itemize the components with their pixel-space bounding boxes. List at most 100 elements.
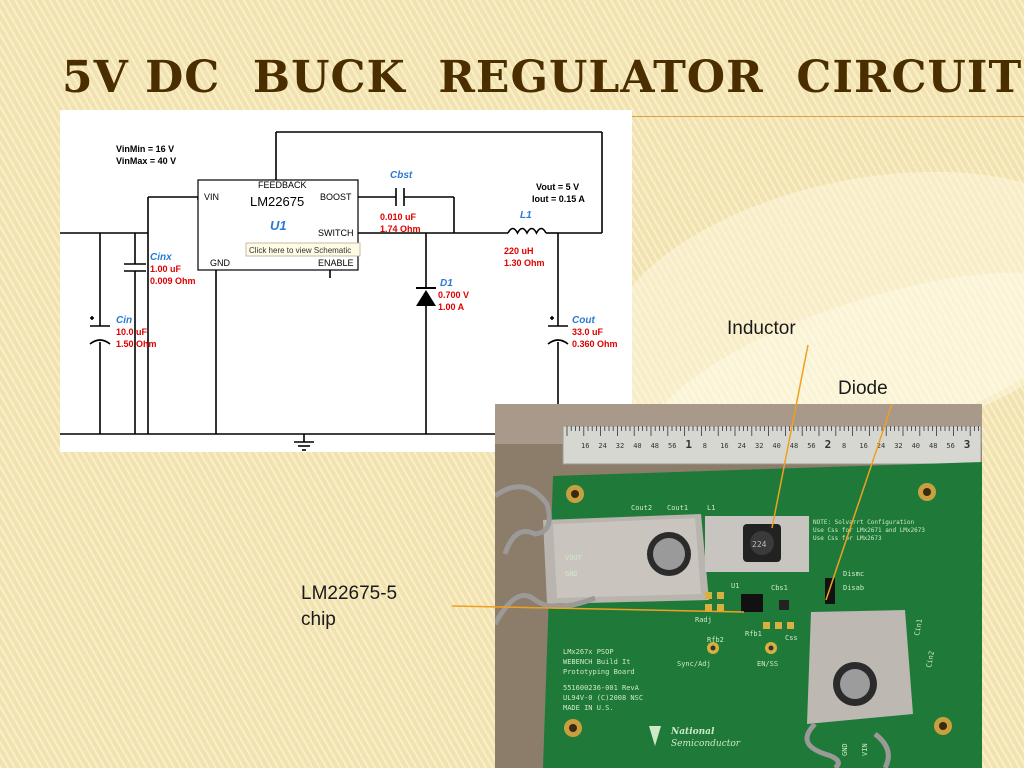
pcb-note-3: Use Css for LMx2673	[813, 535, 882, 542]
pcb-label-cout2: Cout2	[631, 504, 652, 512]
ruler-number: 40	[912, 442, 920, 450]
pcb-board-text-4: 551600236-001 RevA	[563, 684, 640, 692]
capacitor-cout	[547, 316, 569, 345]
pcb-label-enss: EN/SS	[757, 660, 778, 668]
ruler-number: 3	[964, 438, 971, 451]
ruler-number: 48	[929, 442, 937, 450]
pcb-board-text-5: UL94V-0 (C)2008 NSC	[563, 694, 643, 702]
pcb-label-css: Css	[785, 634, 798, 642]
pcb-note-2: Use Css for LMx2671 and LMx2673	[813, 527, 925, 534]
pcb-board-text-1: LMx267x PSOP	[563, 648, 614, 656]
pcb-label-vout: VOUT	[565, 554, 583, 562]
ruler-number: 24	[598, 442, 606, 450]
d1-name: D1	[440, 278, 453, 289]
cinx-esr: 0.009 Ohm	[150, 276, 196, 286]
pcb-brand-2: Semiconductor	[671, 739, 741, 749]
ruler-number: 48	[790, 442, 798, 450]
ruler-number: 8	[842, 442, 846, 450]
ic-part-number: LM22675	[250, 194, 304, 209]
schematic-tooltip-text[interactable]: Click here to view Schematic	[249, 246, 351, 255]
schematic-diagram[interactable]: VinMin = 16 V VinMax = 40 V FEEDBACK VIN…	[60, 110, 632, 452]
pcb-board-text-6: MADE IN U.S.	[563, 704, 614, 712]
iout-label: Iout = 0.15 A	[532, 194, 585, 204]
pin-gnd: GND	[210, 258, 231, 268]
ruler-number: 2	[825, 438, 832, 451]
ruler-number: 40	[772, 442, 780, 450]
pcb-label-radj: Radj	[695, 616, 712, 624]
cout-esr: 0.360 Ohm	[572, 339, 618, 349]
cinx-name: Cinx	[150, 252, 172, 263]
ruler-number: 56	[668, 442, 676, 450]
capacitor-cbst	[395, 188, 405, 206]
ruler-number: 32	[755, 442, 763, 450]
pin-vin: VIN	[204, 192, 219, 202]
chip-callout-line-2: chip	[301, 609, 336, 630]
l1-value: 220 uH	[504, 246, 534, 256]
pcb-note-1: NOTE: Solvarrt Configuration	[813, 519, 915, 526]
cout-name: Cout	[572, 315, 595, 326]
pin-boost: BOOST	[320, 192, 352, 202]
pcb-label-u1: U1	[731, 582, 739, 590]
pcb-brand-1: National	[670, 727, 715, 737]
pcb-board-text-3: Prototyping Board	[563, 668, 635, 676]
cin-value: 10.0 uF	[116, 327, 148, 337]
ruler-number: 16	[581, 442, 589, 450]
pin-enable: ENABLE	[318, 258, 354, 268]
pcb-label-rfb1: Rfb1	[745, 630, 762, 638]
pcb-label-vin: VIN	[861, 743, 869, 756]
inductor-callout: Inductor	[727, 318, 796, 339]
schematic-svg: VinMin = 16 V VinMax = 40 V FEEDBACK VIN…	[60, 131, 632, 451]
pin-switch: SWITCH	[318, 228, 354, 238]
pcb-label-gnd-2: GND	[841, 743, 849, 756]
inductor-l1	[507, 227, 547, 235]
vin-max-label: VinMax = 40 V	[116, 156, 176, 166]
vin-min-label: VinMin = 16 V	[116, 144, 174, 154]
ruler-number: 32	[894, 442, 902, 450]
chip-callout-line-1: LM22675-5	[301, 583, 398, 604]
pcb-label-dismc: Dismc	[843, 570, 864, 578]
pcb-board: 224 Cout2 Cout1	[495, 462, 982, 768]
cin-esr: 1.50 Ohm	[116, 339, 157, 349]
ruler-number: 56	[946, 442, 954, 450]
slide-title: 5V DC Buck Regulator Circuit	[62, 52, 1023, 103]
ruler-number: 40	[633, 442, 641, 450]
diode-component	[825, 578, 835, 604]
pcb-board-text-2: WEBENCH Build It	[563, 658, 630, 666]
pcb-label-rfb2: Rfb2	[707, 636, 724, 644]
ic-reference: U1	[270, 218, 287, 233]
capacitor-cinx	[124, 263, 146, 272]
l1-name: L1	[520, 210, 532, 221]
title-divider	[632, 116, 1024, 117]
schematic-tooltip	[245, 242, 361, 257]
pcb-label-cout1: Cout1	[667, 504, 688, 512]
pin-feedback: FEEDBACK	[258, 180, 307, 190]
lm22675-chip	[741, 594, 763, 612]
pcb-label-gnd: GND	[565, 570, 578, 578]
ruler-number: 16	[720, 442, 728, 450]
pcb-label-cboot: Cbs1	[771, 584, 788, 592]
cin-name: Cin	[116, 315, 132, 326]
cbst-name: Cbst	[390, 170, 413, 181]
cbst-value: 0.010 uF	[380, 212, 417, 222]
ruler-number: 56	[807, 442, 815, 450]
diode-d1	[416, 287, 436, 306]
vout-label: Vout = 5 V	[536, 182, 579, 192]
diode-callout: Diode	[838, 378, 888, 399]
pcb-label-sync: Sync/Adj	[677, 660, 711, 668]
ruler-number: 8	[703, 442, 707, 450]
pcb-label-disab: Disab	[843, 584, 864, 592]
capacitor-cin	[89, 316, 111, 345]
ruler-number: 48	[651, 442, 659, 450]
chip-callout: LM22675-5 chip	[301, 581, 397, 633]
ruler-number: 24	[877, 442, 885, 450]
pcb-label-l1: L1	[707, 504, 715, 512]
d1-vf: 0.700 V	[438, 290, 469, 300]
ruler-number: 1	[685, 438, 692, 451]
ruler-number: 32	[616, 442, 624, 450]
pcb-label-cin2: Cin2	[925, 650, 936, 668]
ruler-number: 24	[738, 442, 746, 450]
national-logo-icon	[649, 726, 661, 746]
